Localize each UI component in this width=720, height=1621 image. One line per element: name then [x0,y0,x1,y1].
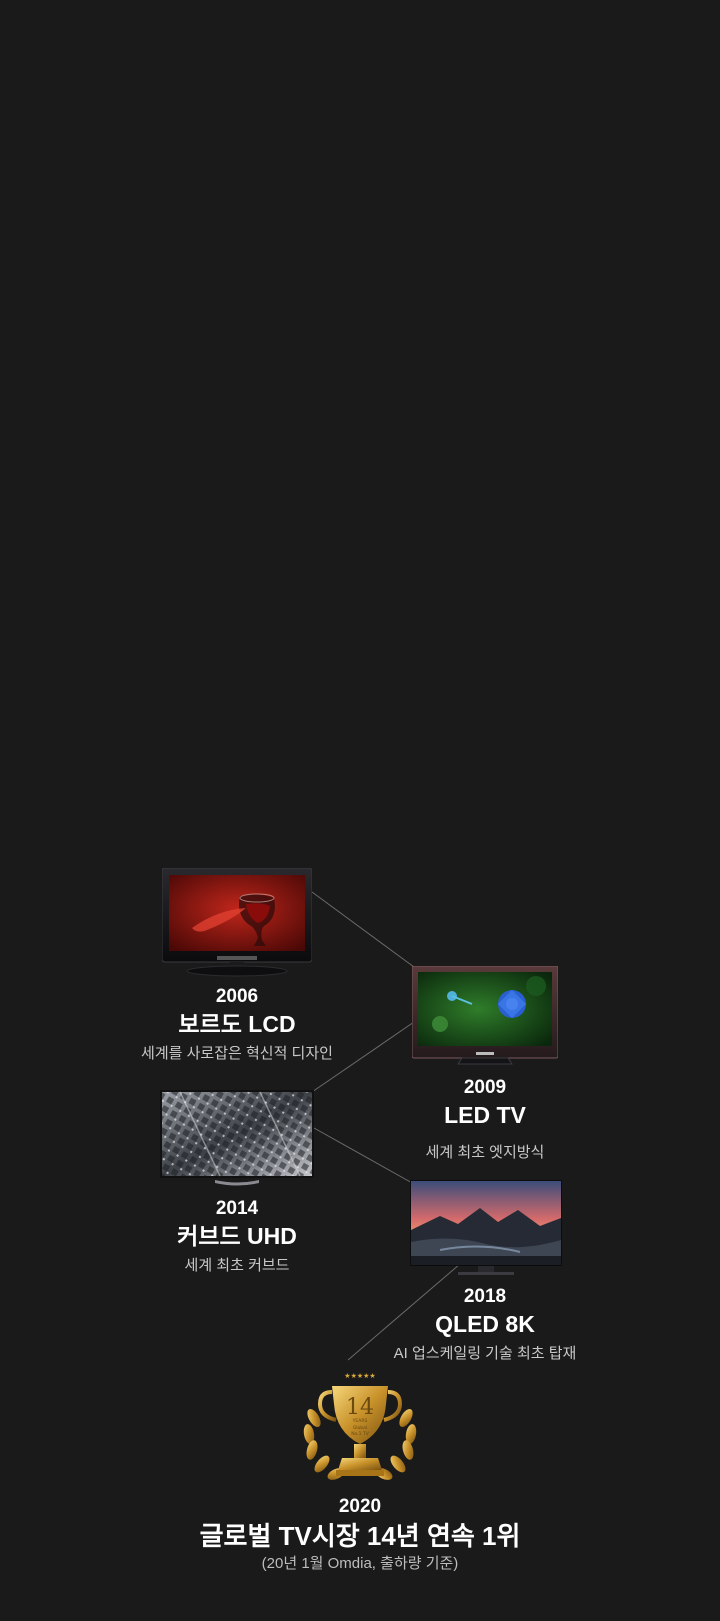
entry-product: 커브드 UHD [177,1223,297,1249]
entry-description: 세계를 사로잡은 혁신적 디자인 [141,1045,333,1062]
city-aerial-tv-image [160,1090,314,1186]
trophy-global-label: Global [353,1425,367,1431]
entry-product: QLED 8K [435,1311,535,1337]
entry-description: AI 업스케일링 기술 최초 탑재 [393,1345,577,1362]
wine-glass-tv-image [162,868,312,977]
flower-bird-tv-image [412,966,558,1065]
entry-year: 2018 [463,1286,507,1307]
entry-product: 보르도 LCD [178,1011,296,1037]
timeline-entry-2009: 2009 LED TV 세계 최초 엣지방식 [365,1077,605,1163]
mountain-sunset-tv-image [410,1180,562,1275]
timeline-entry-2018: 2018 QLED 8K AI 업스케일링 기술 최초 탑재 [365,1286,605,1364]
entry-year: 2014 [215,1198,259,1219]
entry-product: LED TV [444,1102,526,1128]
award-title: 글로벌 TV시장 14년 연속 1위 [199,1521,521,1551]
timeline-entry-2006: 2006 보르도 LCD 세계를 사로잡은 혁신적 디자인 [117,986,357,1064]
entry-description: 세계 최초 커브드 [184,1257,290,1274]
award-year: 2020 [338,1496,382,1517]
trophy-number: 14 [346,1395,374,1420]
entry-year: 2009 [463,1077,507,1098]
timeline-entry-2014: 2014 커브드 UHD 세계 최초 커브드 [117,1198,357,1276]
trophy-years-label: YEARS [352,1418,368,1424]
entry-year: 2006 [215,986,259,1007]
award-note: (20년 1월 Omdia, 출하량 기준) [261,1555,459,1572]
award-entry-2020: 2020 글로벌 TV시장 14년 연속 1위 (20년 1월 Omdia, 출… [160,1496,560,1574]
entry-description: 세계 최초 엣지방식 [425,1144,545,1161]
trophy-no1-label: No.1 TV [351,1431,370,1437]
trophy-icon: ★★★★★ 14 YEARS Global [298,1370,422,1494]
trophy-stars: ★★★★★ [344,1372,375,1380]
